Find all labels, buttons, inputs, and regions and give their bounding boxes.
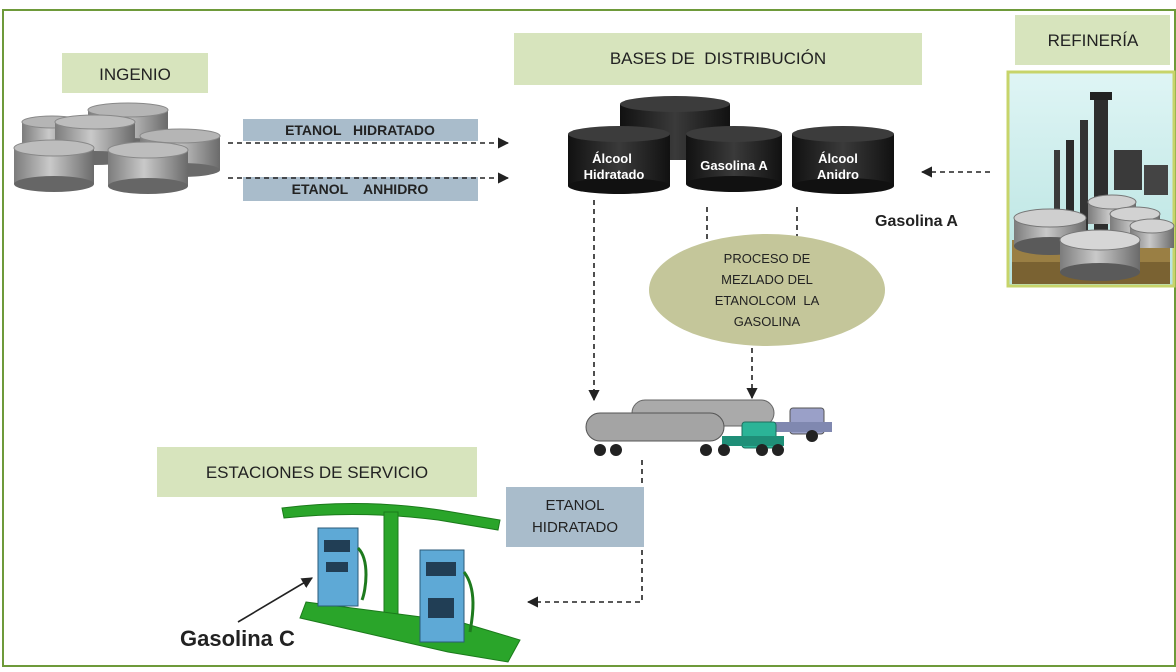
gasolina-c-label: Gasolina C	[180, 626, 295, 651]
refinery-icon	[1006, 70, 1176, 288]
ingenio-label: INGENIO	[99, 65, 171, 84]
process-ellipse	[649, 234, 885, 346]
tank-alcool-hidratado-l1: Álcool	[592, 151, 632, 166]
ingenio-tanks-icon	[13, 102, 221, 194]
frame-border	[2, 9, 1176, 667]
etanol-anhidro-label: ETANOL ANHIDRO	[292, 181, 429, 197]
etanol-hidratado-station-l1: ETANOL	[546, 497, 605, 514]
process-line-2: MEZLADO DEL	[721, 272, 813, 287]
refineria-label-box	[1015, 15, 1170, 65]
arrow-gasolina-c	[237, 577, 313, 623]
etanol-hidratado-label: ETANOL HIDRATADO	[285, 122, 435, 138]
bases-label-box	[514, 33, 922, 85]
tanker-trucks-icon	[585, 399, 832, 456]
gasolina-a-label: Gasolina A	[875, 213, 958, 230]
refineria-label: REFINERÍA	[1048, 31, 1139, 50]
tank-alcool-hidratado-l2: Hidratado	[584, 167, 645, 182]
etanol-anhidro-label-box	[243, 177, 478, 201]
tank-alcool-anidro-l1: Álcool	[818, 151, 858, 166]
estaciones-label: ESTACIONES DE SERVICIO	[206, 463, 428, 482]
process-line-1: PROCESO DE	[724, 251, 811, 266]
etanol-hidratado-station-l2: HIDRATADO	[532, 519, 618, 536]
process-line-4: GASOLINA	[734, 314, 801, 329]
tank-alcool-anidro-l2: Anidro	[817, 167, 859, 182]
ingenio-label-box	[62, 53, 208, 93]
bases-label: BASES DE DISTRIBUCIÓN	[610, 49, 826, 68]
estaciones-label-box	[157, 447, 477, 497]
tank-gasolina-a: Gasolina A	[700, 158, 768, 173]
etanol-hidratado-station-box	[506, 487, 644, 547]
process-line-3: ETANOLCOM LA	[715, 293, 820, 308]
distribution-tanks-icon	[568, 96, 894, 194]
service-station-icon	[281, 502, 521, 663]
etanol-hidratado-label-box	[243, 119, 478, 141]
